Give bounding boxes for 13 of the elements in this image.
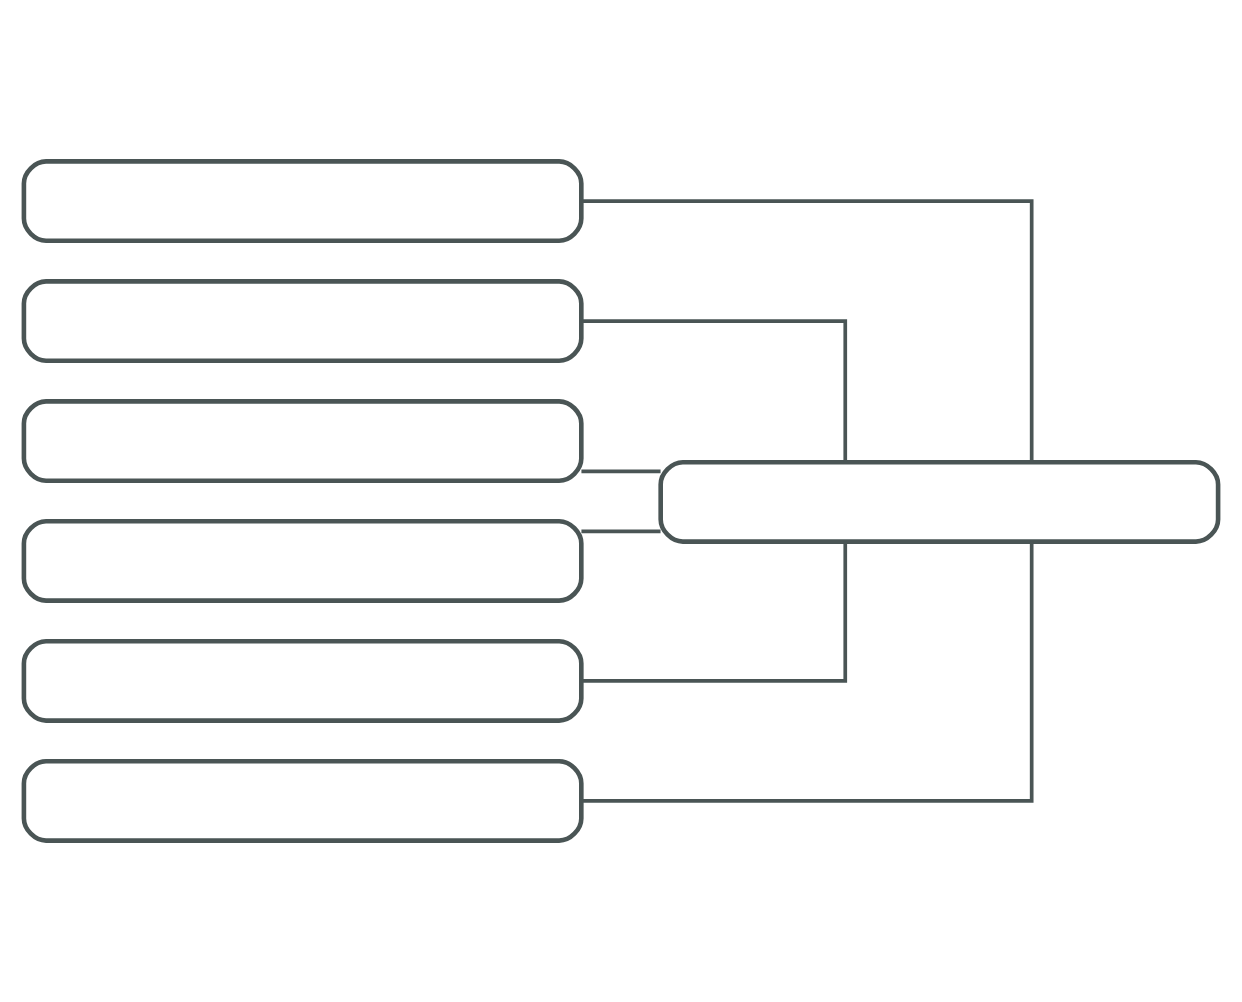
- node-box: [21, 159, 584, 244]
- connector: [581, 529, 661, 534]
- connector: [581, 541, 848, 683]
- node-box: [21, 279, 584, 364]
- node-box: [21, 519, 584, 603]
- connector: [581, 199, 1034, 462]
- connector: [581, 469, 661, 474]
- node-box: [21, 758, 584, 843]
- connector: [581, 319, 848, 462]
- connector: [581, 541, 1034, 803]
- node-box: [658, 459, 1221, 544]
- node-box: [21, 399, 584, 483]
- node-box: [21, 638, 584, 723]
